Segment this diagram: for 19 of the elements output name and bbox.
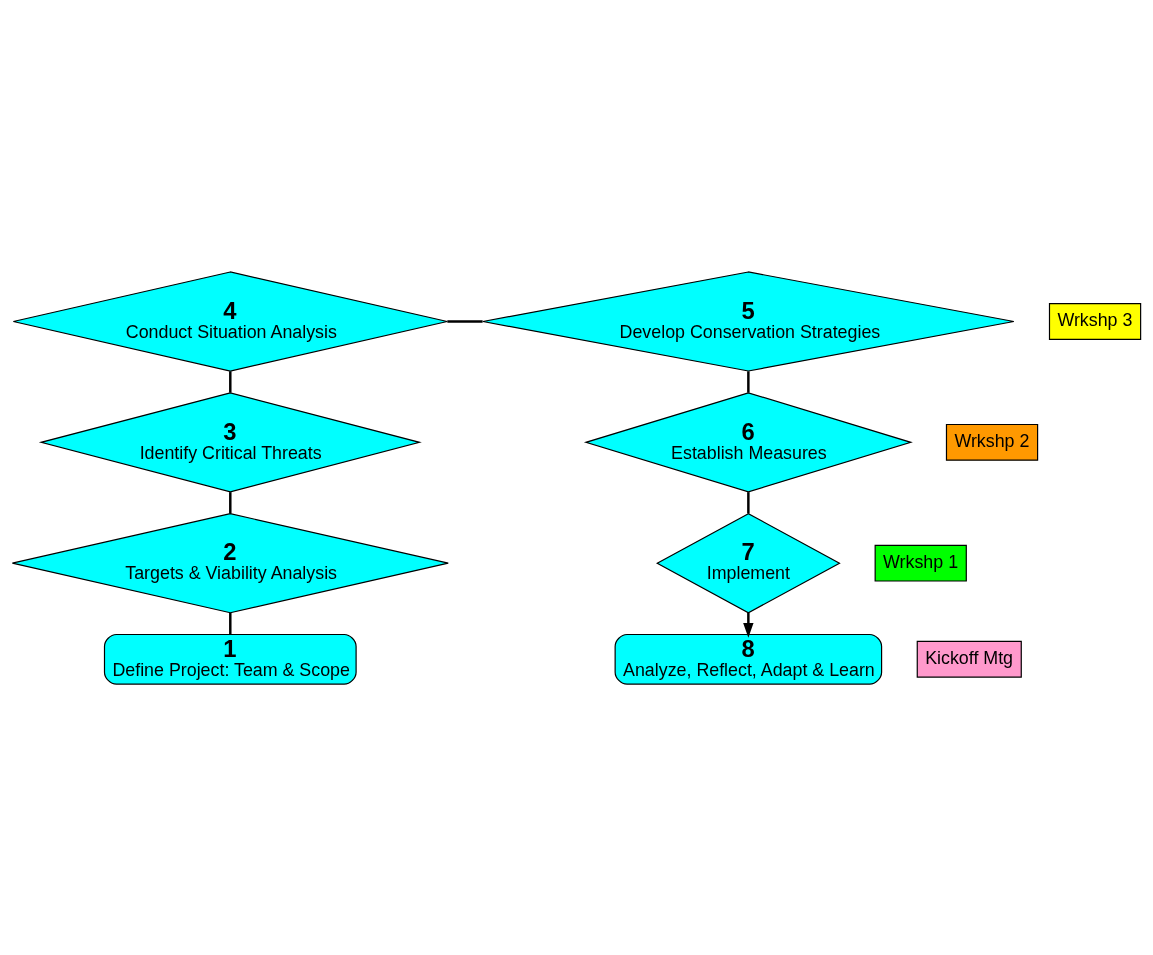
node-diamond: 6 Establish Measures xyxy=(583,391,913,492)
node-diamond: 2 Targets & Viability Analysis xyxy=(11,512,449,613)
arrow xyxy=(743,612,754,638)
node-diamond: 5 Develop Conservation Strategies xyxy=(482,270,1015,372)
node-box: Wrkshp 2 xyxy=(945,423,1039,461)
node-box: Kickoff Mtg xyxy=(916,640,1022,678)
node-box: 1 Define Project: Team & Scope xyxy=(103,633,357,685)
connector xyxy=(229,370,232,393)
connector xyxy=(229,612,232,634)
connector xyxy=(747,491,750,513)
node-diamond: 7 Implement xyxy=(656,512,841,613)
node-box: Wrkshp 3 xyxy=(1048,302,1142,340)
node-box: 8 Analyze, Reflect, Adapt & Learn xyxy=(614,633,883,685)
node-box: Wrkshp 1 xyxy=(874,544,967,582)
connector xyxy=(447,319,483,323)
connector xyxy=(229,491,232,513)
connector xyxy=(747,370,750,393)
node-diamond: 3 Identify Critical Threats xyxy=(38,391,422,492)
node-diamond: 4 Conduct Situation Analysis xyxy=(12,270,448,372)
